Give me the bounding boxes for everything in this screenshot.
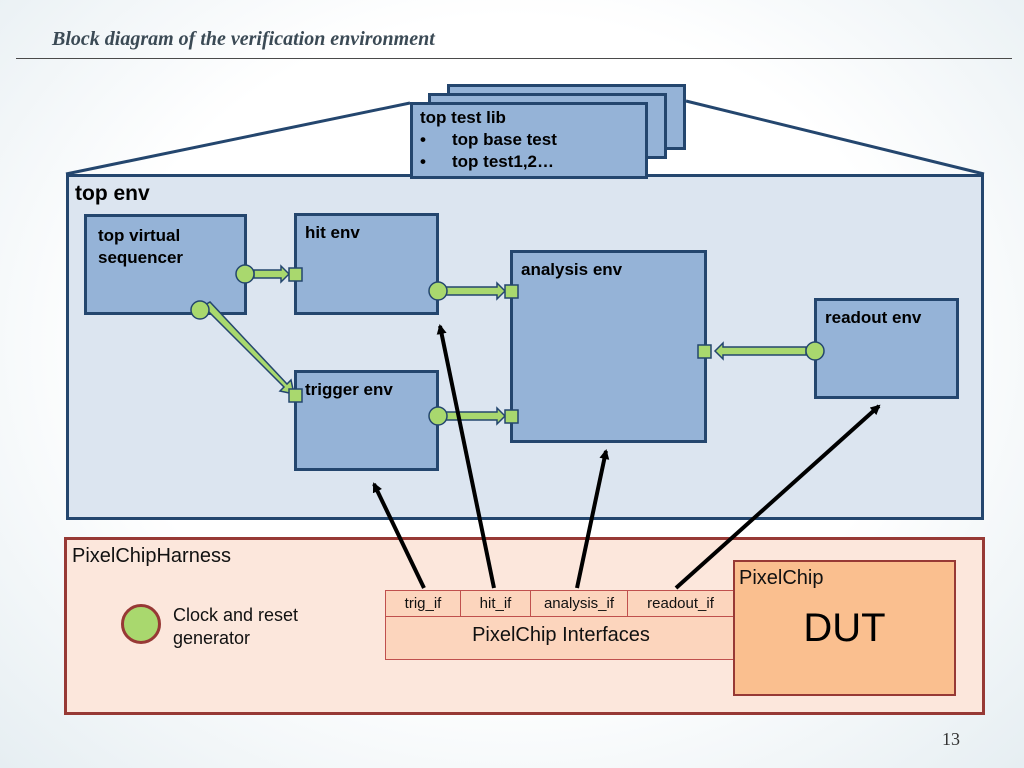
hit-if-arrow <box>436 324 496 589</box>
clock-reset-generator-label: Clock and reset generator <box>173 605 299 648</box>
test-lib-card-front <box>410 102 648 179</box>
trigger-env-block: trigger env <box>294 370 439 471</box>
seq-to-hit-arrow <box>253 264 291 284</box>
dut-text: DUT <box>803 606 886 650</box>
seq-trigger-port-circle <box>190 300 210 320</box>
harness-label: PixelChipHarness <box>72 545 231 567</box>
readout-env-label: readout env <box>825 308 922 327</box>
hit-env-label: hit env <box>305 223 360 242</box>
readout-env-block: readout env <box>814 298 959 399</box>
hit-import-square <box>288 267 303 282</box>
readout-to-analysis-arrow <box>713 341 807 361</box>
trigger-port-circle <box>428 406 448 426</box>
test-lib-text: top test lib •top base test •top test1,2… <box>420 107 557 173</box>
readout-if-arrow <box>674 404 881 590</box>
readout-port-circle <box>805 341 825 361</box>
hit-to-analysis-arrow <box>445 281 507 301</box>
title-divider <box>16 58 1012 59</box>
trig-if-arrow <box>372 482 426 589</box>
seq-to-trigger-arrow <box>201 301 295 395</box>
interface-trig-if: trig_if <box>386 591 461 617</box>
seq-hit-port-circle <box>235 264 255 284</box>
top-virtual-sequencer-block: top virtual sequencer <box>84 214 247 315</box>
test-lib-item: •top test1,2… <box>420 152 555 171</box>
pixelchip-dut: PixelChip DUT <box>733 560 956 696</box>
analysis-env-label: analysis env <box>521 260 623 279</box>
analysis-import-square-3 <box>697 344 712 359</box>
page-number: 13 <box>942 729 960 749</box>
hit-port-circle <box>428 281 448 301</box>
trigger-to-analysis-arrow <box>445 406 507 426</box>
test-lib-title: top test lib <box>420 108 506 127</box>
top-virtual-sequencer-label: top virtual sequencer <box>98 226 184 267</box>
top-env-label: top env <box>75 182 150 205</box>
analysis-import-square-1 <box>504 284 519 299</box>
trigger-env-label: trigger env <box>305 380 393 399</box>
testlib-left-edge <box>65 101 411 176</box>
test-lib-item: •top base test <box>420 130 557 149</box>
hit-env-block: hit env <box>294 213 439 315</box>
interfaces-title: PixelChip Interfaces <box>472 624 650 646</box>
analysis-env-block: analysis env <box>510 250 707 443</box>
slide-title: Block diagram of the verification enviro… <box>52 28 435 50</box>
analysis-if-arrow <box>575 449 610 589</box>
testlib-right-edge <box>685 99 985 176</box>
trigger-import-square <box>288 388 303 403</box>
clock-reset-generator-icon <box>121 604 161 644</box>
interface-hit-if: hit_if <box>461 591 531 617</box>
dut-label: PixelChip <box>739 567 824 589</box>
analysis-import-square-2 <box>504 409 519 424</box>
interface-analysis-if: analysis_if <box>531 591 628 617</box>
pixelchip-interfaces: trig_if hit_if analysis_if readout_if Pi… <box>385 590 745 660</box>
